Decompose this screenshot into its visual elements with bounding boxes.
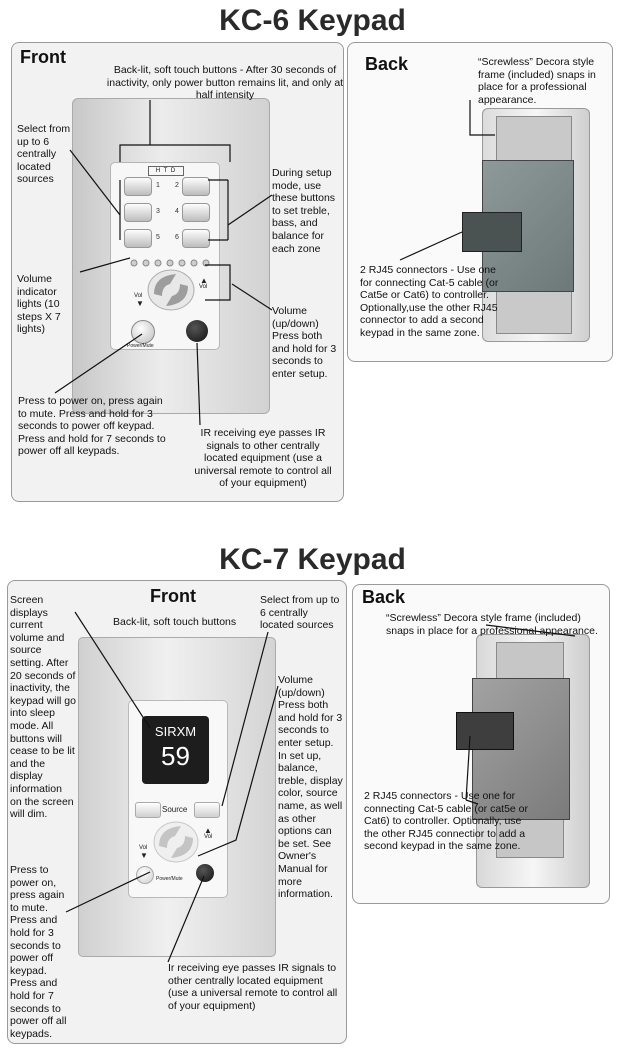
kc7-volume-note: Volume (up/down) Press both and hold for… [278,674,343,901]
kc6-source-button-4[interactable] [182,203,210,222]
kc7-source-left-button[interactable] [135,802,161,818]
kc6-setup-note: During setup mode, use these buttons to … [272,167,336,255]
kc6-screwless-note: “Screwless” Decora style frame (included… [478,56,596,106]
kc7-vol-up-label: Vol [204,834,213,840]
kc7-display-screen: SIRXM 59 [142,716,209,784]
kc6-htd-logo: H T D [148,166,184,176]
kc7-title: KC-7 Keypad [219,543,406,576]
kc6-vol-up-arrow-icon: ▲ [200,276,208,285]
kc6-source-button-1[interactable] [124,177,152,196]
kc7-volume-rocker[interactable] [152,820,200,864]
kc6-source-button-3[interactable] [124,203,152,222]
kc6-select-sources-note: Select from up to 6 centrally located so… [17,123,71,186]
kc7-back-title: Back [362,587,406,607]
kc7-screen-source: SIRXM [154,724,197,739]
kc6-volume-note: Volume (up/down) Press both and hold for… [272,305,337,380]
kc6-vol-down-label: Vol [134,293,143,299]
kc7-screen-value: 59 [161,741,190,771]
kc6-power-note: Press to power on, press again to mute. … [18,395,166,458]
kc7-power-mute-label: Power/Mute [156,876,183,882]
kc7-power-mute-button[interactable] [136,866,154,884]
kc6-volume-indicator-lights [130,254,218,267]
kc6-source-button-2[interactable] [182,177,210,196]
kc6-button-number: 5 [156,234,160,241]
kc6-ir-note: IR receiving eye passes IR signals to ot… [194,427,332,490]
kc7-source-label: Source [162,805,188,814]
kc6-rj45-connectors [462,212,522,252]
kc6-source-button-6[interactable] [182,229,210,248]
kc6-button-number: 2 [175,182,179,189]
kc6-source-button-5[interactable] [124,229,152,248]
kc6-title: KC-6 Keypad [219,4,406,37]
kc6-vol-up-label: Vol [199,284,208,290]
kc6-front-title: Front [20,47,66,67]
kc6-volume-rocker[interactable] [146,268,196,312]
kc7-power-note: Press to power on, press again to mute. … [10,864,67,1040]
kc6-power-mute-button[interactable] [131,320,155,344]
kc7-source-right-button[interactable] [194,802,220,818]
kc6-rj45-note: 2 RJ45 connectors - Use one for connecti… [360,264,499,339]
kc7-rj45-connectors [456,712,514,750]
kc6-button-number: 3 [156,208,160,215]
kc6-button-number: 1 [156,182,160,189]
kc7-vol-down-label: Vol [139,845,148,851]
kc6-vol-down-arrow-icon: ▼ [136,299,144,308]
kc6-volume-lights-note: Volume indicator lights (10 steps X 7 li… [17,273,61,336]
kc7-select-sources-note: Select from up to 6 centrally located so… [260,594,340,632]
kc6-ir-receiver-eye [186,320,208,342]
kc7-rj45-note: 2 RJ45 connectors - Use one for connecti… [364,790,529,853]
kc7-vol-down-arrow-icon: ▼ [140,851,148,860]
kc7-screwless-note: “Screwless” Decora style frame (included… [386,612,598,637]
kc7-screen-note: Screen displays current volume and sourc… [10,594,76,821]
kc7-front-title: Front [150,586,196,606]
kc7-backlit-note: Back-lit, soft touch buttons [113,616,237,628]
kc6-button-number: 4 [175,208,179,215]
kc6-back-title: Back [365,54,409,74]
kc7-ir-receiver-eye [196,864,214,882]
kc7-ir-note: Ir receiving eye passes IR signals to ot… [168,962,338,1012]
kc6-power-mute-label: Power/Mute [127,343,154,349]
kc6-backlit-note: Back-lit, soft touch buttons - After 30 … [106,64,344,102]
kc6-button-number: 6 [175,234,179,241]
